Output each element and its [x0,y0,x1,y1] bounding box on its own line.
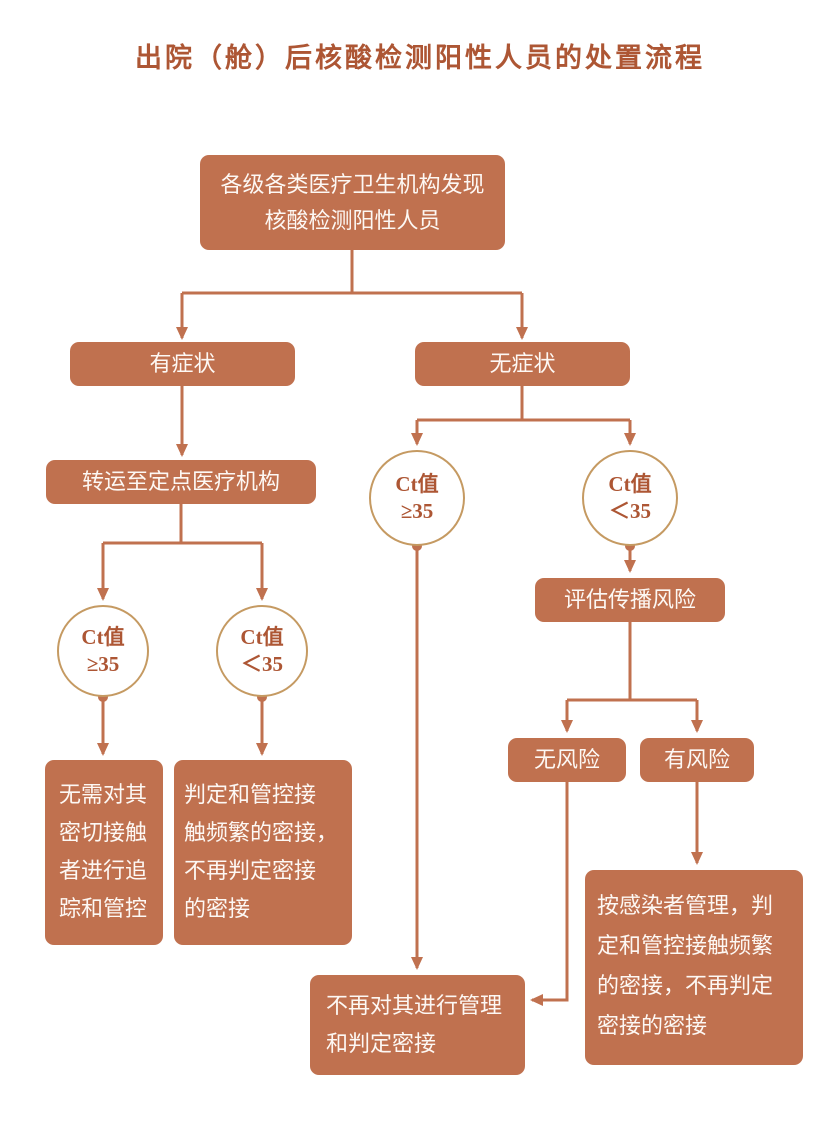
node-ct-right-ge35-label: Ct值≥35 [395,472,439,523]
node-transfer: 转运至定点医疗机构 [46,460,316,504]
node-manage-frequent-contacts-label: 判定和管控接触频繁的密接，不再判定密接的密接 [184,782,339,921]
node-symptomatic-label: 有症状 [149,351,216,376]
node-no-risk-label: 无风险 [533,747,600,772]
node-no-management-label: 不再对其进行管理和判定密接 [326,993,503,1056]
node-has-risk-label: 有风险 [663,747,730,772]
node-transfer-label: 转运至定点医疗机构 [81,469,280,494]
node-no-tracing-label: 无需对其密切接触者进行追踪和管控 [59,782,148,921]
node-no-risk: 无风险 [508,738,626,782]
page-title: 出院（舱）后核酸检测阳性人员的处置流程 [135,43,705,73]
node-manage-frequent-contacts: 判定和管控接触频繁的密接，不再判定密接的密接 [174,760,352,945]
node-has-risk: 有风险 [640,738,754,782]
node-symptomatic: 有症状 [70,342,295,386]
node-ct-left-ge35: Ct值≥35 [57,605,149,697]
node-ct-right-lt35-label: Ct值＜35 [608,472,652,523]
node-no-tracing: 无需对其密切接触者进行追踪和管控 [45,760,163,945]
node-no-management: 不再对其进行管理和判定密接 [310,975,525,1075]
node-ct-left-ge35-label: Ct值≥35 [81,625,125,676]
node-ct-right-lt35: Ct值＜35 [582,450,678,546]
node-asymptomatic-label: 无症状 [489,351,556,376]
node-asymptomatic: 无症状 [415,342,630,386]
node-start: 各级各类医疗卫生机构发现核酸检测阳性人员 [200,155,505,250]
node-start-label: 各级各类医疗卫生机构发现核酸检测阳性人员 [220,171,485,233]
node-ct-left-lt35-label: Ct值＜35 [240,625,284,676]
node-assess-risk-label: 评估传播风险 [563,587,696,612]
node-manage-as-infected-label: 按感染者管理，判定和管控接触频繁的密接，不再判定密接的密接 [597,893,774,1038]
node-ct-right-ge35: Ct值≥35 [369,450,465,546]
node-ct-left-lt35: Ct值＜35 [216,605,308,697]
node-manage-as-infected: 按感染者管理，判定和管控接触频繁的密接，不再判定密接的密接 [585,870,803,1065]
node-assess-risk: 评估传播风险 [535,578,725,622]
